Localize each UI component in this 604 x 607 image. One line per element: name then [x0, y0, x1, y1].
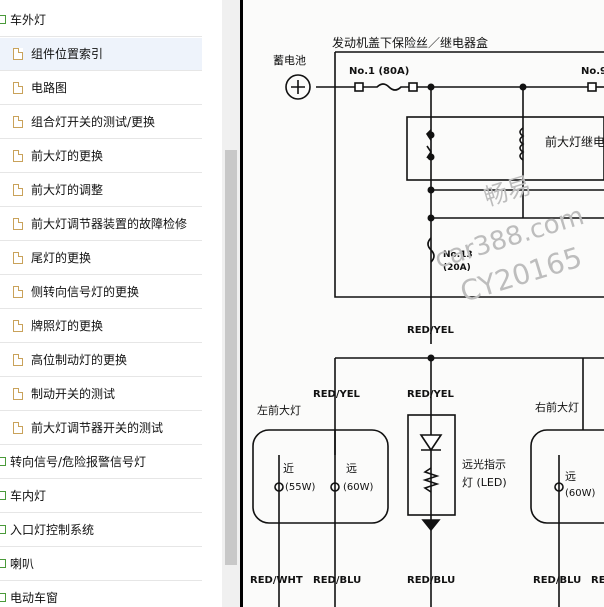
- wire-label-redwht: RED/WHT: [250, 575, 303, 586]
- folder-icon: [0, 593, 6, 602]
- document-icon: [13, 422, 23, 434]
- toc-item-label: 组件位置索引: [31, 47, 104, 61]
- wire-label-redblu: RED/BLU: [313, 575, 361, 586]
- fuse-no13-amp: (20A): [443, 263, 471, 273]
- toc-item-label: 尾灯的更换: [31, 251, 92, 265]
- toc-item-label: 前大灯调节器开关的测试: [31, 421, 164, 435]
- toc-item-label: 前大灯的更换: [31, 149, 104, 163]
- wire-label-redyel: RED/YEL: [407, 325, 455, 336]
- toc-item-label: 前大灯调节器装置的故障检修: [31, 217, 188, 231]
- document-icon: [13, 252, 23, 264]
- toc-item-label: 车内灯: [10, 489, 47, 503]
- wire-label-partial: RE: [591, 575, 604, 586]
- folder-icon: [0, 15, 6, 24]
- right-headlight-label: 右前大灯: [535, 400, 579, 414]
- high-beam-left-watt: (60W): [343, 482, 374, 493]
- wiring-diagram-pane: 发动机盖下保险丝／继电器盒 蓄电池 No.1 (80A) No.9 前大灯继电 …: [243, 0, 604, 607]
- wire-label-redyel: RED/YEL: [407, 389, 455, 400]
- pane-divider[interactable]: [240, 0, 243, 607]
- toc-item-label: 转向信号/危险报警信号灯: [10, 455, 147, 469]
- wire-label-redyel: RED/YEL: [313, 389, 361, 400]
- high-beam-left-label: 远: [346, 462, 357, 475]
- folder-icon: [0, 491, 6, 500]
- toc-item-label: 组合灯开关的测试/更换: [31, 115, 156, 129]
- low-beam-label: 近: [283, 462, 294, 475]
- toc-folder-item[interactable]: 喇叭: [0, 548, 202, 581]
- document-icon: [13, 286, 23, 298]
- document-icon: [13, 320, 23, 332]
- fuse-no13-label: No.13: [443, 250, 473, 260]
- battery-label: 蓄电池: [273, 54, 306, 67]
- toc-item-label: 侧转向信号灯的更换: [31, 285, 140, 299]
- document-icon: [13, 116, 23, 128]
- folder-icon: [0, 457, 6, 466]
- toc-item-label: 前大灯的调整: [31, 183, 104, 197]
- toc-doc-item[interactable]: 尾灯的更换: [0, 242, 202, 275]
- toc-item-label: 高位制动灯的更换: [31, 353, 128, 367]
- toc-doc-item[interactable]: 前大灯调节器开关的测试: [0, 412, 202, 445]
- sidebar-scrollbar-thumb[interactable]: [225, 150, 237, 565]
- toc-folder-item[interactable]: 电动车窗: [0, 582, 202, 607]
- toc-folder-item[interactable]: 车外灯: [0, 4, 202, 37]
- folder-icon: [0, 559, 6, 568]
- toc-doc-item[interactable]: 前大灯的调整: [0, 174, 202, 207]
- relay-label: 前大灯继电: [545, 134, 604, 149]
- fusebox-title: 发动机盖下保险丝／继电器盒: [332, 35, 488, 50]
- watermark-brand: 畅易: [481, 171, 535, 212]
- document-icon: [13, 218, 23, 230]
- toc-doc-item[interactable]: 高位制动灯的更换: [0, 344, 202, 377]
- fuse-no1-label: No.1 (80A): [349, 66, 409, 77]
- toc-item-label: 入口灯控制系统: [10, 523, 95, 537]
- left-headlight-label: 左前大灯: [257, 403, 301, 417]
- toc-folder-item[interactable]: 入口灯控制系统: [0, 514, 202, 547]
- toc-doc-item[interactable]: 前大灯的更换: [0, 140, 202, 173]
- document-icon: [13, 184, 23, 196]
- toc-item-label: 电路图: [31, 81, 68, 95]
- wire-label-redblu: RED/BLU: [533, 575, 581, 586]
- indicator-label-led: 灯 (LED): [462, 476, 507, 489]
- toc-folder-item[interactable]: 车内灯: [0, 480, 202, 513]
- toc-item-label: 车外灯: [10, 13, 47, 27]
- toc-item-label: 牌照灯的更换: [31, 319, 104, 333]
- toc-item-label: 电动车窗: [10, 591, 59, 605]
- toc-item-label: 喇叭: [10, 557, 35, 571]
- document-icon: [13, 354, 23, 366]
- indicator-label: 远光指示: [462, 457, 506, 471]
- toc-sidebar: 车外灯组件位置索引电路图组合灯开关的测试/更换前大灯的更换前大灯的调整前大灯调节…: [0, 0, 222, 607]
- toc-folder-item[interactable]: 转向信号/危险报警信号灯: [0, 446, 202, 479]
- low-beam-watt: (55W): [285, 482, 316, 493]
- toc-item-label: 制动开关的测试: [31, 387, 116, 401]
- document-icon: [13, 48, 23, 60]
- document-icon: [13, 150, 23, 162]
- document-icon: [13, 388, 23, 400]
- high-beam-right-label: 远: [565, 470, 576, 483]
- toc-doc-item[interactable]: 侧转向信号灯的更换: [0, 276, 202, 309]
- folder-icon: [0, 525, 6, 534]
- high-beam-right-watt: (60W): [565, 488, 596, 499]
- wire-label-redblu: RED/BLU: [407, 575, 455, 586]
- toc-doc-item[interactable]: 牌照灯的更换: [0, 310, 202, 343]
- fuse-no9-label: No.9: [581, 66, 604, 77]
- toc-doc-item[interactable]: 电路图: [0, 72, 202, 105]
- toc-doc-item[interactable]: 组件位置索引: [0, 38, 202, 71]
- document-icon: [13, 82, 23, 94]
- toc-doc-item[interactable]: 组合灯开关的测试/更换: [0, 106, 202, 139]
- toc-doc-item[interactable]: 制动开关的测试: [0, 378, 202, 411]
- toc-doc-item[interactable]: 前大灯调节器装置的故障检修: [0, 208, 202, 241]
- headlight-wiring-diagram: 发动机盖下保险丝／继电器盒 蓄电池 No.1 (80A) No.9 前大灯继电 …: [250, 35, 604, 607]
